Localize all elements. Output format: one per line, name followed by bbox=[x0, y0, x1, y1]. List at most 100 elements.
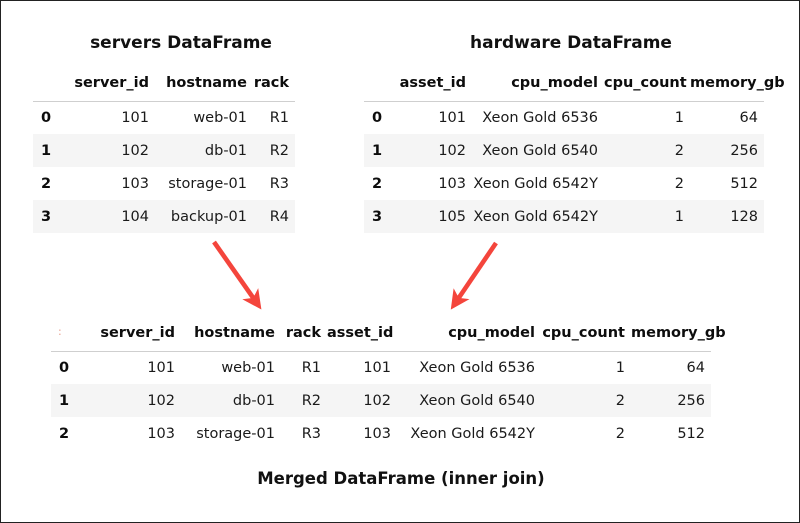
cell-cpu_count: 1 bbox=[674, 208, 684, 225]
row-index: 2 bbox=[372, 175, 383, 192]
cell-cpu_count: 2 bbox=[615, 425, 625, 442]
merged-table-caption: Merged DataFrame (inner join) bbox=[257, 469, 545, 488]
cell-cpu_count: 1 bbox=[615, 359, 625, 376]
hardware-col-cpu_count: cpu_count bbox=[604, 67, 690, 102]
cell-asset_id: 103 bbox=[438, 175, 466, 192]
row-index: 1 bbox=[59, 392, 70, 409]
cell-cpu_count: 2 bbox=[674, 175, 684, 192]
servers-header-row: server_id hostname rack bbox=[33, 67, 295, 102]
cell-memory_gb: 64 bbox=[739, 109, 758, 126]
cell-server_id: 104 bbox=[121, 208, 149, 225]
row-index: 0 bbox=[41, 109, 52, 126]
cell-rack: R3 bbox=[301, 425, 321, 442]
cell-server_id: 102 bbox=[121, 142, 149, 159]
row-index: 2 bbox=[41, 175, 52, 192]
hardware-col-cpu_model: cpu_model bbox=[472, 67, 604, 102]
cell-server_id: 102 bbox=[147, 392, 175, 409]
table-row: 0 101 web-01 R1 bbox=[33, 101, 295, 134]
cell-cpu_model: Xeon Gold 6536 bbox=[419, 359, 535, 376]
merged-col-cpu_count: cpu_count bbox=[541, 317, 631, 352]
cell-hostname: storage-01 bbox=[168, 175, 247, 192]
cell-rack: R3 bbox=[269, 175, 289, 192]
cell-rack: R2 bbox=[269, 142, 289, 159]
cell-hostname: db-01 bbox=[204, 142, 247, 159]
cell-memory_gb: 512 bbox=[730, 175, 758, 192]
table-row: 1 102 Xeon Gold 6540 2 256 bbox=[364, 134, 764, 167]
hardware-header-row: asset_id cpu_model cpu_count memory_gb bbox=[364, 67, 785, 102]
cell-asset_id: 102 bbox=[363, 392, 391, 409]
merged-dataframe-table: server_id hostname rack asset_id cpu_mod… bbox=[51, 317, 726, 450]
cell-cpu_model: Xeon Gold 6536 bbox=[482, 109, 598, 126]
table-row: 2 103 storage-01 R3 103 Xeon Gold 6542Y … bbox=[51, 417, 711, 450]
hardware-col-asset_id: asset_id bbox=[396, 67, 472, 102]
cell-rack: R1 bbox=[301, 359, 321, 376]
cell-rack: R1 bbox=[269, 109, 289, 126]
table-row: 1 102 db-01 R2 bbox=[33, 134, 295, 167]
table-row: 2 103 Xeon Gold 6542Y 2 512 bbox=[364, 167, 764, 200]
table-row: 1 102 db-01 R2 102 Xeon Gold 6540 2 256 bbox=[51, 384, 711, 417]
cell-server_id: 103 bbox=[147, 425, 175, 442]
table-row-struck: 3 105 Xeon Gold 6542Y 1 128 bbox=[364, 200, 764, 233]
cell-memory_gb: 512 bbox=[677, 425, 705, 442]
row-index: 0 bbox=[59, 359, 70, 376]
cell-rack: R2 bbox=[301, 392, 321, 409]
left-merge-arrow bbox=[212, 240, 262, 310]
row-index: 3 bbox=[41, 208, 52, 225]
cell-cpu_model: Xeon Gold 6542Y bbox=[410, 425, 535, 442]
cell-cpu_model: Xeon Gold 6540 bbox=[482, 142, 598, 159]
merged-index-header bbox=[51, 317, 95, 352]
table-row: 0 101 Xeon Gold 6536 1 64 bbox=[364, 101, 764, 134]
servers-dataframe-table: server_id hostname rack 0 101 web-01 R1 … bbox=[33, 67, 295, 233]
cell-memory_gb: 128 bbox=[730, 208, 758, 225]
hardware-dataframe-table: asset_id cpu_model cpu_count memory_gb 0… bbox=[364, 67, 785, 233]
cell-server_id: 101 bbox=[121, 109, 149, 126]
right-merge-arrow bbox=[450, 241, 498, 310]
merged-header-row: server_id hostname rack asset_id cpu_mod… bbox=[51, 317, 726, 352]
cell-memory_gb: 64 bbox=[686, 359, 705, 376]
hardware-col-memory_gb: memory_gb bbox=[690, 67, 785, 102]
cell-asset_id: 101 bbox=[363, 359, 391, 376]
cell-asset_id: 105 bbox=[438, 208, 466, 225]
row-index: 0 bbox=[372, 109, 383, 126]
row-index: 3 bbox=[372, 208, 383, 225]
cell-rack: R4 bbox=[269, 208, 289, 225]
merged-col-rack: rack bbox=[281, 317, 327, 352]
table-row: 2 103 storage-01 R3 bbox=[33, 167, 295, 200]
hardware-table-body: 0 101 Xeon Gold 6536 1 64 1 102 Xeon Gol… bbox=[364, 101, 764, 233]
cell-cpu_count: 1 bbox=[674, 109, 684, 126]
hardware-table-title: hardware DataFrame bbox=[470, 33, 672, 53]
cell-asset_id: 101 bbox=[438, 109, 466, 126]
merged-col-asset_id: asset_id bbox=[327, 317, 397, 352]
merged-col-memory_gb: memory_gb bbox=[631, 317, 726, 352]
table-row-struck: 3 104 backup-01 R4 bbox=[33, 200, 295, 233]
merged-table-head: server_id hostname rack asset_id cpu_mod… bbox=[51, 317, 726, 352]
right-arrow-shaft bbox=[450, 241, 498, 310]
cell-hostname: web-01 bbox=[193, 109, 247, 126]
hardware-index-header bbox=[364, 67, 396, 102]
cell-cpu_model: Xeon Gold 6540 bbox=[419, 392, 535, 409]
cell-hostname: web-01 bbox=[221, 359, 275, 376]
merged-col-server_id: server_id bbox=[95, 317, 181, 352]
cell-server_id: 101 bbox=[147, 359, 175, 376]
cell-hostname: backup-01 bbox=[170, 208, 247, 225]
merged-col-hostname: hostname bbox=[181, 317, 281, 352]
cell-server_id: 103 bbox=[121, 175, 149, 192]
servers-col-rack: rack bbox=[253, 67, 295, 102]
servers-index-header bbox=[33, 67, 69, 102]
cell-memory_gb: 256 bbox=[677, 392, 705, 409]
merged-table-body: 0 101 web-01 R1 101 Xeon Gold 6536 1 64 … bbox=[51, 351, 711, 450]
row-index: 1 bbox=[372, 142, 383, 159]
cell-cpu_model: Xeon Gold 6542Y bbox=[473, 208, 598, 225]
merged-col-cpu_model: cpu_model bbox=[397, 317, 541, 352]
left-arrow-shaft bbox=[212, 240, 262, 310]
table-row: 0 101 web-01 R1 101 Xeon Gold 6536 1 64 bbox=[51, 351, 711, 384]
servers-table-head: server_id hostname rack bbox=[33, 67, 295, 102]
servers-col-server_id: server_id bbox=[69, 67, 155, 102]
row-index: 1 bbox=[41, 142, 52, 159]
cell-memory_gb: 256 bbox=[730, 142, 758, 159]
cell-hostname: db-01 bbox=[232, 392, 275, 409]
servers-col-hostname: hostname bbox=[155, 67, 253, 102]
hardware-table-head: asset_id cpu_model cpu_count memory_gb bbox=[364, 67, 785, 102]
cell-hostname: storage-01 bbox=[196, 425, 275, 442]
